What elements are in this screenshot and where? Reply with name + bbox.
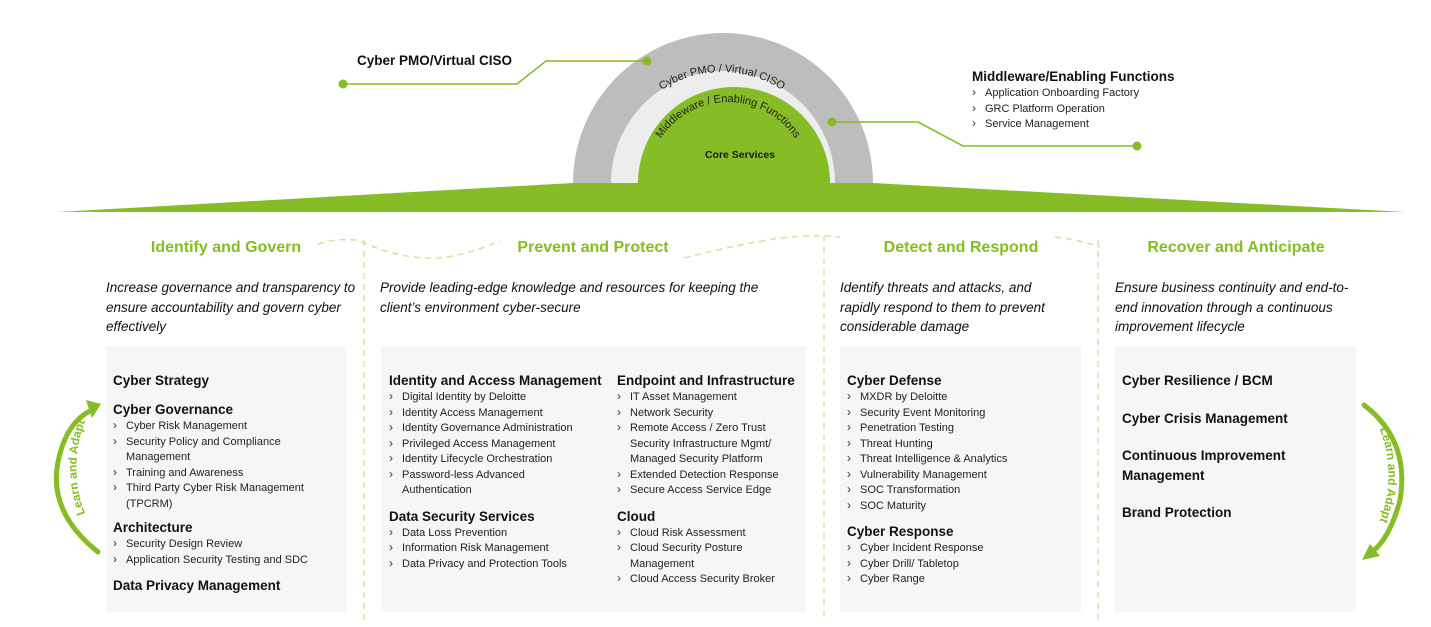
right-connector-line [832,121,1137,147]
callout-cyber-pmo-title: Cyber PMO/Virtual CISO [357,53,513,68]
list-item: Service Management [972,116,1175,133]
category-title: Cyber Response [847,524,954,539]
list-item: Identity Lifecycle Orchestration [389,451,609,468]
pillar-desc-detect: Identify threats and attacks, and rapidl… [840,280,1045,334]
category-items: Digital Identity by Deloitte Identity Ac… [389,389,609,499]
pillar-desc-prevent: Provide leading-edge knowledge and resou… [380,280,759,315]
category-title: Cyber Defense [847,373,942,388]
category-title: Cloud [617,508,656,524]
list-item: Vulnerability Management [847,467,1077,484]
category-title: Data Security Services [389,508,535,524]
list-item: Security Design Review [113,536,343,553]
pillar-wave-dashed-line [317,234,1101,259]
left-connector-dot-end [642,56,652,66]
pillar-desc-recover: Ensure business continuity and end-to-en… [1115,280,1349,334]
list-item: MXDR by Deloitte [847,389,1077,406]
callout-middleware: Middleware/Enabling Functions Applicatio… [972,69,1175,133]
callout-middleware-list: Application Onboarding Factory GRC Platf… [972,85,1175,133]
core-circle [638,87,830,183]
category-title: Cyber Strategy [113,373,210,388]
list-item: Password-less Advanced Authentication [389,467,532,499]
panel-prevent-protect: Identity and Access Management Digital I… [381,346,806,612]
list-item: Third Party Cyber Risk Management (TPCRM… [113,480,343,512]
list-item: Identity Access Management [389,405,609,422]
category-title: Cyber Resilience / BCM [1122,373,1273,388]
category-items: Cyber Incident Response Cyber Drill/ Tab… [847,540,1077,588]
list-item: Threat Intelligence & Analytics [847,451,1077,468]
right-connector-dot-start [827,117,837,127]
list-item: Extended Detection Response [617,467,802,484]
category-title: Brand Protection [1122,505,1232,520]
list-item: Cyber Drill/ Tabletop [847,556,1077,573]
left-connector-line [343,60,647,85]
list-item: Data Privacy and Protection Tools [389,556,609,573]
list-item: Identity Governance Administration [389,420,609,437]
category-items: MXDR by Deloitte Security Event Monitori… [847,389,1077,515]
panel-identify-govern: Cyber Strategy Cyber Governance Cyber Ri… [106,346,346,612]
list-item: Application Onboarding Factory [972,85,1175,102]
list-item: Cloud Security Posture Management [617,540,750,572]
pillar-title-recover: Recover and Anticipate [1147,239,1325,256]
list-item: GRC Platform Operation [972,101,1175,118]
list-item: IT Asset Management [617,389,802,406]
core-services-label: Core Services [705,149,775,161]
list-item: Information Risk Management [389,540,609,557]
left-cycle-arrow-icon [53,400,101,555]
pillar-title-prevent: Prevent and Protect [517,239,669,256]
panel-detect-respond: Cyber Defense MXDR by Deloitte Security … [840,346,1081,612]
list-item: Threat Hunting [847,436,1077,453]
list-item: Security Policy and Compliance Managemen… [113,434,343,466]
green-ramp [58,183,1405,212]
list-item: Application Security Testing and SDC [113,552,343,569]
panel-recover-anticipate: Cyber Resilience / BCM Cyber Crisis Mana… [1115,346,1356,612]
list-item: Cloud Risk Assessment [617,525,802,542]
list-item: Cyber Risk Management [113,418,343,435]
list-item: Digital Identity by Deloitte [389,389,609,406]
list-item: Data Loss Prevention [389,525,609,542]
category-title: Architecture [113,520,193,535]
list-item: Security Event Monitoring [847,405,1077,422]
category-items: Data Loss Prevention Information Risk Ma… [389,525,609,573]
left-connector-dot-start [338,79,348,89]
list-item: Remote Access / Zero Trust Security Infr… [617,420,790,468]
category-title: Continuous Improvement Management [1122,448,1286,483]
list-item: Network Security [617,405,802,422]
list-item: Cyber Incident Response [847,540,1077,557]
list-item: Secure Access Service Edge [617,482,802,499]
list-item: Penetration Testing [847,420,1077,437]
category-title: Cyber Governance [113,402,234,417]
category-title: Data Privacy Management [113,578,281,593]
right-connector-dot-end [1132,141,1142,151]
category-items: IT Asset Management Network Security Rem… [617,389,802,499]
pillar-title-identify: Identify and Govern [150,239,302,256]
category-title: Identity and Access Management [389,373,602,388]
category-title: Endpoint and Infrastructure [617,373,795,388]
list-item: Training and Awareness [113,465,343,482]
list-item: SOC Transformation [847,482,1077,499]
category-items: Security Design Review Application Secur… [113,536,343,569]
list-item: SOC Maturity [847,498,1077,515]
category-title: Cyber Crisis Management [1122,410,1288,426]
list-item: Privileged Access Management [389,436,609,453]
right-cycle-arrow-icon [1361,402,1405,560]
category-items: Cloud Risk Assessment Cloud Security Pos… [617,525,802,588]
pillar-desc-identify: Increase governance and transparency to … [106,280,356,334]
callout-middleware-title: Middleware/Enabling Functions [972,69,1175,84]
list-item: Cloud Access Security Broker [617,571,802,588]
pillar-title-detect: Detect and Respond [883,239,1039,256]
list-item: Cyber Range [847,571,1077,588]
category-items: Cyber Risk Management Security Policy an… [113,418,343,512]
